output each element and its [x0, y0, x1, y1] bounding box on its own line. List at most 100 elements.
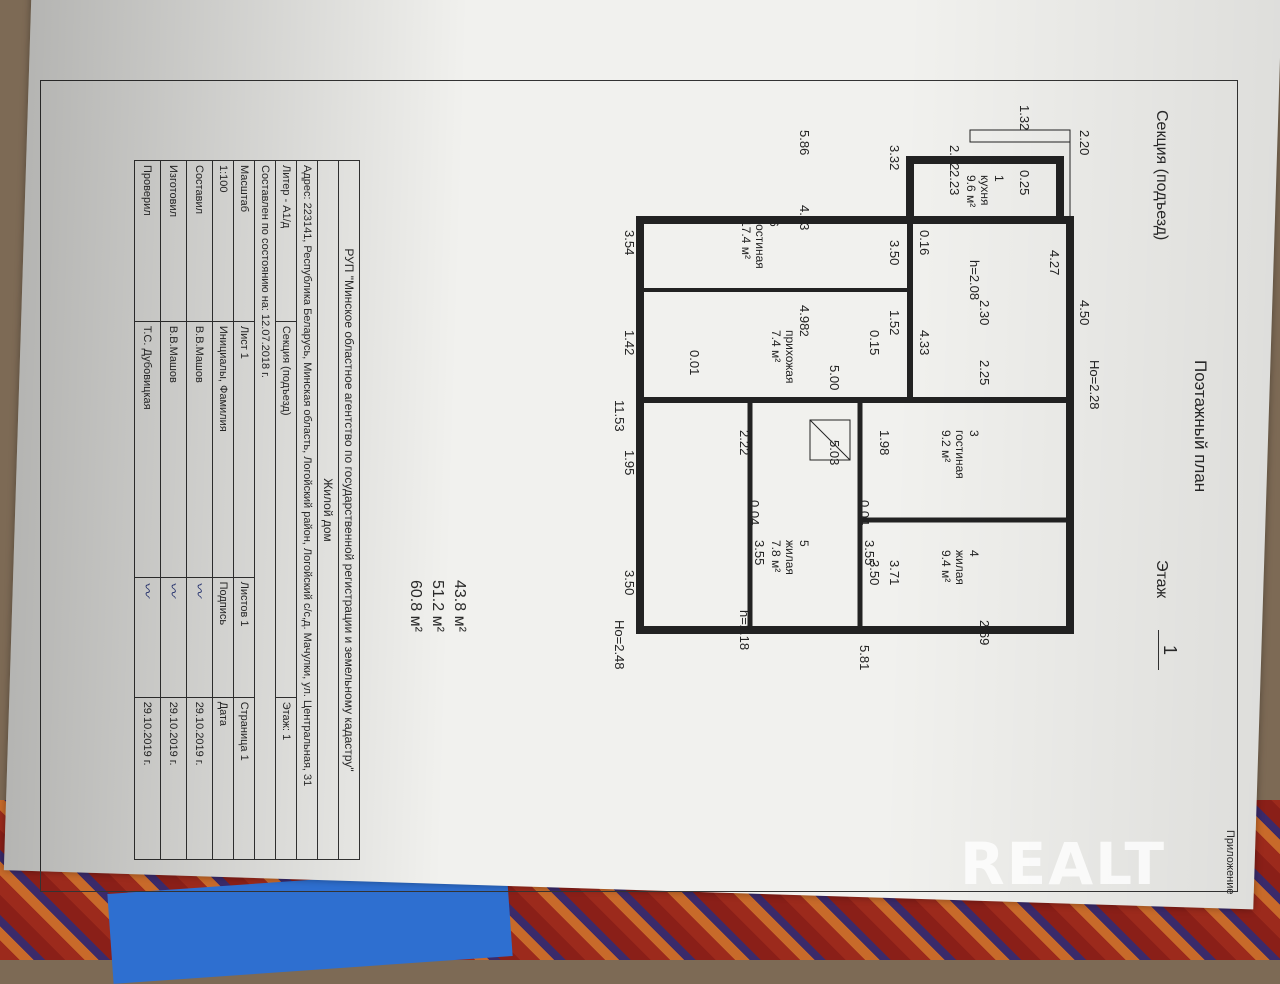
- organization-name: РУП "Минское областное агентство по госу…: [338, 160, 360, 860]
- scale-label: Масштаб: [233, 160, 255, 322]
- outer-wall: [636, 216, 1074, 634]
- room-name-label: жилая: [953, 550, 967, 585]
- name-cell: В.В.Машов: [160, 321, 187, 578]
- porch-line: [969, 129, 1071, 143]
- signature-image: 〰: [160, 577, 187, 698]
- dimension-label: 3.55: [862, 540, 877, 565]
- date-cell: 29.10.2019 г.: [134, 697, 161, 860]
- room-name-label: кухня: [978, 175, 992, 206]
- room-num-label: 1: [992, 175, 1006, 182]
- dimension-label: 3.50: [887, 240, 902, 265]
- scale-value: 1:100: [212, 160, 234, 322]
- table-row: Проверил Т.С. Дубовицкая 〰 29.10.2019 г.: [134, 160, 161, 860]
- floor-value: 1: [1158, 630, 1180, 670]
- name-cell: В.В.Машов: [186, 321, 213, 578]
- dimension-labels: 2.201.324.50Ho=2.284.27h=2.082.302.250.2…: [612, 105, 1102, 670]
- dimension-label: 5.03: [827, 440, 842, 465]
- room-num-label: 2: [797, 330, 811, 337]
- room-area-label: 17.4 м²: [739, 220, 753, 259]
- floor-plan-drawing: 2.201.324.50Ho=2.284.27h=2.082.302.250.2…: [612, 105, 1102, 670]
- dimension-label: 5.81: [857, 645, 872, 670]
- room-num-label: 5: [797, 540, 811, 547]
- room-name-label: прихожая: [783, 330, 797, 383]
- room-name-label: гостиная: [953, 430, 967, 479]
- dimension-label: Ho=2.28: [1087, 360, 1102, 410]
- dimension-label: 1.32: [1017, 105, 1032, 130]
- date-header: Дата: [212, 697, 234, 860]
- dimension-label: 4.33: [917, 330, 932, 355]
- floor-cell: Этаж: 1: [275, 697, 297, 860]
- stove-icon-diagonal: [809, 419, 851, 461]
- dimension-label: 0.01: [687, 350, 702, 375]
- date-cell: 29.10.2019 г.: [186, 697, 213, 860]
- dimension-label: h=2.18: [737, 610, 752, 650]
- signature-image: 〰: [186, 577, 213, 698]
- dimension-label: 0.25: [1017, 170, 1032, 195]
- room-num-label: 3: [967, 430, 981, 437]
- dimension-label: 4.27: [1047, 250, 1062, 275]
- signature-image: 〰: [134, 577, 161, 698]
- sign-header: Подпись: [212, 577, 234, 698]
- table-row: Составил В.В.Машов 〰 29.10.2019 г.: [186, 160, 213, 860]
- appendix-label: Приложение: [1224, 830, 1236, 895]
- dimension-label: 4.93: [797, 205, 812, 230]
- dimension-label: 2.32: [947, 145, 962, 170]
- room-num-label: 4: [967, 550, 981, 557]
- dimension-label: 3.54: [622, 230, 637, 255]
- date-cell: 29.10.2019 г.: [160, 697, 187, 860]
- dimension-label: 3.50: [622, 570, 637, 595]
- liter-cell: Литер - А1/д: [275, 160, 297, 322]
- name-cell: Т.С. Дубовицкая: [134, 321, 161, 578]
- dimension-label: 5.00: [827, 365, 842, 390]
- page-label: Страница 1: [233, 697, 255, 860]
- dimension-label: 0.04: [857, 500, 872, 525]
- floor-plan-document: Приложение Поэтажный план Секция (подъез…: [30, 60, 1250, 900]
- document-title: Поэтажный план: [1191, 360, 1210, 493]
- dimension-label: 4.50: [1077, 300, 1092, 325]
- dimension-label: 5.86: [797, 130, 812, 155]
- dimension-label: Ho=2.48: [612, 620, 627, 670]
- role-cell: Составил: [186, 160, 213, 322]
- dimension-label: 0.04: [747, 500, 762, 525]
- room-name-label: жилая: [783, 540, 797, 575]
- dimension-label: 3.71: [887, 560, 902, 585]
- table-row: Изготовил В.В.Машов 〰 29.10.2019 г.: [160, 160, 187, 860]
- area-totals: 43.8 м² 51.2 м² 60.8 м²: [404, 580, 470, 632]
- dimension-label: h=2.08: [967, 260, 982, 300]
- role-cell: Изготовил: [160, 160, 187, 322]
- stove-icon: [809, 419, 851, 461]
- section-cell: Секция (подъезд): [275, 321, 297, 698]
- dimension-label: 1.98: [877, 430, 892, 455]
- dimension-label: 3.50: [867, 560, 882, 585]
- dimension-label: 2.69: [977, 620, 992, 645]
- room-area-label: 9.6 м²: [964, 175, 978, 207]
- dimension-label: 11.53: [612, 400, 627, 432]
- floor-label: Этаж: [1153, 560, 1170, 599]
- area-total-3: 60.8 м²: [407, 580, 424, 632]
- dimension-label: 0.16: [917, 230, 932, 255]
- object-address: Адрес: 223141, Республика Беларусь, Минс…: [296, 160, 318, 860]
- room-name-label: гостиная: [753, 220, 767, 269]
- dimension-label: 2.22: [737, 430, 752, 455]
- initials-header: Инициалы, Фамилия: [212, 321, 234, 578]
- sheet-label: Лист 1: [233, 321, 255, 578]
- room-area-label: 7.4 м²: [769, 330, 783, 362]
- dimension-label: 1.95: [622, 450, 637, 475]
- room-area-label: 7.8 м²: [769, 540, 783, 572]
- dimension-label: 2.23: [947, 170, 962, 195]
- dimension-label: 4.98: [797, 305, 812, 330]
- dimension-label: 3.55: [752, 540, 767, 565]
- realt-watermark: REALT: [960, 830, 1167, 898]
- dimension-label: 1.42: [622, 330, 637, 355]
- title-block-table: РУП "Минское областное агентство по госу…: [134, 160, 360, 860]
- area-total-1: 43.8 м²: [451, 580, 468, 632]
- area-total-2: 51.2 м²: [429, 580, 446, 632]
- room-area-label: 9.4 м²: [939, 550, 953, 582]
- dimension-label: 3.32: [887, 145, 902, 170]
- dimension-label: 2.30: [977, 300, 992, 325]
- kitchen-wall: [906, 156, 1064, 224]
- dimension-label: 0.15: [867, 330, 882, 355]
- section-label: Секция (подъезд): [1153, 110, 1170, 241]
- dimension-label: 2.25: [977, 360, 992, 385]
